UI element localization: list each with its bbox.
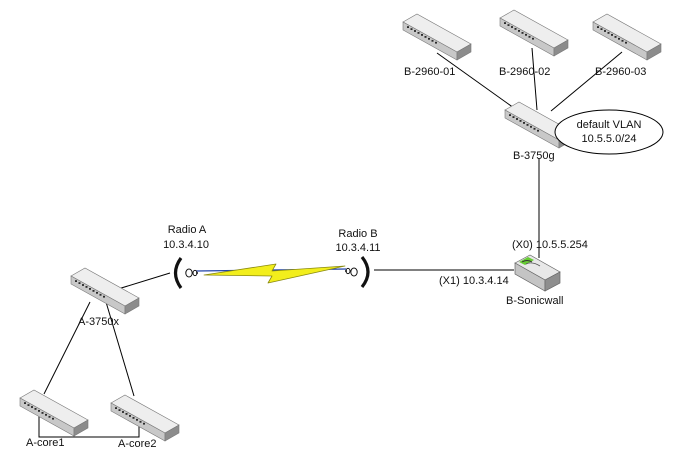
link-a3750x-to-acore1 [43,301,91,395]
label-acore2: A-core2 [118,438,157,450]
radio-a-antenna-icon [173,257,198,289]
link-b2960-03-to-b3750g [550,51,623,112]
link-b2960-02-to-b3750g [531,47,538,111]
switch-acore1-icon[interactable] [19,389,89,437]
label-radio-a-name: Radio A [168,224,207,236]
link-a3750x-to-acore2 [105,301,135,397]
switch-b2960-03-icon[interactable] [592,13,662,61]
link-a3750x-to-radio-a [117,272,171,290]
switch-b2960-02-icon[interactable] [499,9,569,57]
lightning-bolt-icon [203,263,346,284]
label-sonicwall: B-Sonicwall [506,295,563,307]
label-b3750g: B-3750g [513,150,555,162]
label-b2960-03: B-2960-03 [595,66,646,78]
label-radio-b-name: Radio B [338,228,377,240]
radio-b-antenna-icon [345,256,370,288]
label-a3750x: A-3750x [78,316,119,328]
label-radio-a-ip: 10.3.4.10 [163,239,209,251]
firewall-sonicwall-icon[interactable] [514,254,561,292]
label-b2960-01: B-2960-01 [404,66,455,78]
link-b2960-01-to-b3750g [436,52,522,114]
switch-acore2-icon[interactable] [110,394,180,442]
label-vlan-name: default VLAN [577,119,642,131]
label-x1-interface: (X1) 10.3.4.14 [439,275,509,287]
label-vlan-subnet: 10.5.5.0/24 [581,133,636,145]
label-acore1: A-core1 [26,437,65,449]
vlan-ellipse [554,109,664,155]
label-radio-b-ip: 10.3.4.11 [335,242,380,254]
label-b2960-02: B-2960-02 [499,66,550,78]
switch-a3750x-icon[interactable] [70,267,140,315]
label-x0-interface: (X0) 10.5.5.254 [512,239,588,251]
